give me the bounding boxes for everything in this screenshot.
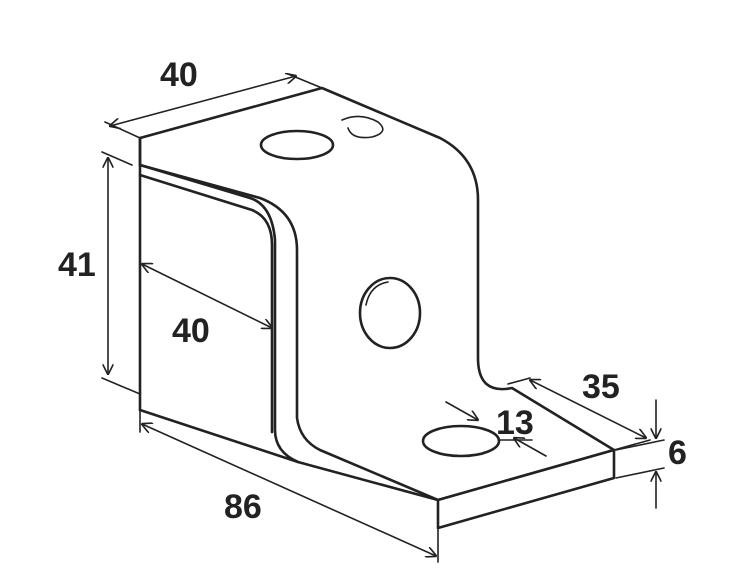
foot-top-edge: [436, 448, 616, 502]
top-hole: [259, 129, 335, 161]
dimension-thickness: 6: [615, 399, 687, 509]
dimension-top-depth: 40: [104, 56, 323, 139]
dimension-inner-depth: 40: [142, 264, 272, 350]
dim-label-inner-depth: 40: [172, 312, 210, 350]
top-hole-small: [341, 115, 384, 139]
side-hole-inner: [365, 281, 389, 306]
dim-label-top-depth: 40: [160, 56, 198, 94]
dimension-foot-length: 35: [507, 368, 651, 451]
inner-edge: [138, 173, 274, 434]
dimension-height: 41: [58, 151, 141, 395]
dimension-length: 86: [139, 409, 439, 563]
dim-label-hole-diameter: 13: [496, 404, 534, 442]
bracket-body: [138, 86, 616, 530]
dim-label-length: 86: [224, 488, 262, 526]
dim-label-foot-length: 35: [582, 368, 620, 406]
foot-hole: [421, 424, 501, 458]
dimension-hole-diameter: 13: [445, 401, 547, 457]
dim-label-thickness: 6: [668, 434, 687, 472]
dim-label-height: 41: [58, 246, 96, 284]
side-hole: [358, 276, 422, 350]
